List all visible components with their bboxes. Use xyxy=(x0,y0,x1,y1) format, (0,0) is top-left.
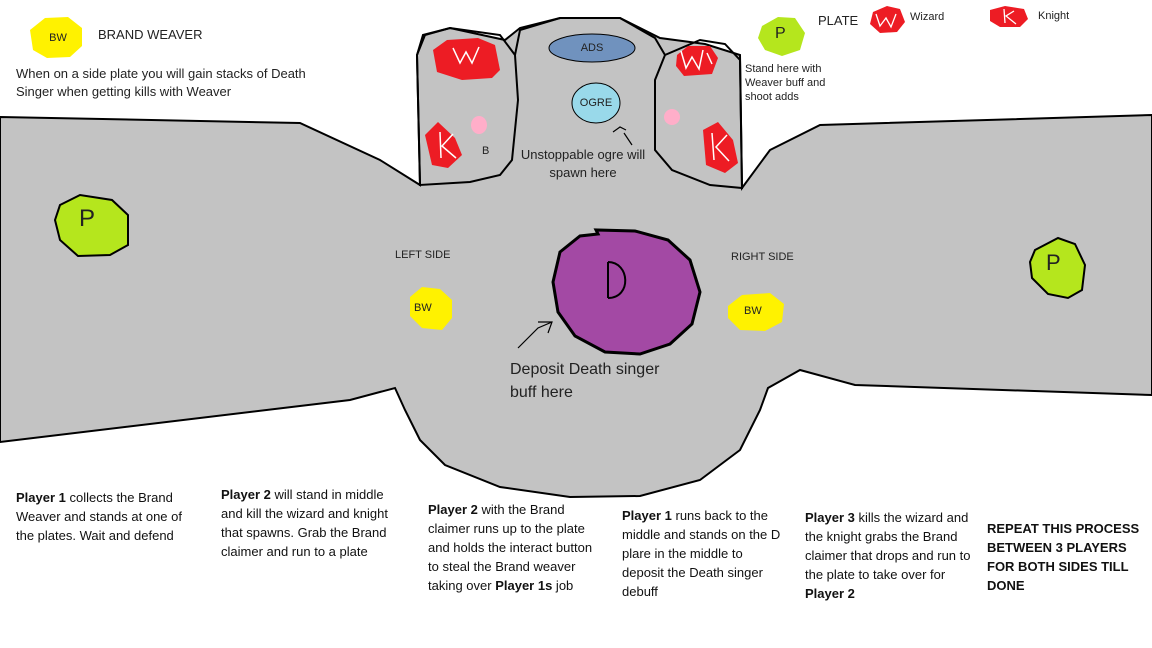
step-2-text: will stand in middle and kill the wizard… xyxy=(221,487,388,559)
left-bw-marker xyxy=(410,287,452,330)
right-plate xyxy=(1028,236,1087,300)
step-3-text: with the Brand claimer runs up to the pl… xyxy=(428,502,593,593)
ads-label: ADS xyxy=(580,42,604,54)
ogre-label: OGRE xyxy=(579,97,613,109)
step-4-text: runs back to the middle and stands on th… xyxy=(622,508,781,599)
legend-plate-label: PLATE xyxy=(818,13,859,28)
legend-plate-note: Stand here with Weaver buff and shoot ad… xyxy=(745,63,826,103)
left-plate xyxy=(53,193,129,258)
ogre-note: Unstoppable ogre will spawn here xyxy=(520,147,646,180)
legend-knight xyxy=(990,6,1028,27)
legend-wizard-label: Wizard xyxy=(910,11,945,23)
ads-marker xyxy=(548,33,636,63)
step-1-player: Player 1 xyxy=(16,490,66,505)
step-1: Player 1 collects the Brand Weaver and s… xyxy=(16,488,191,545)
step-2: Player 2 will stand in middle and kill t… xyxy=(221,485,391,561)
deposit-plate xyxy=(551,228,702,356)
step-3-player-2: Player 1s xyxy=(495,578,553,593)
step-5: Player 3 kills the wizard and the knight… xyxy=(805,508,973,603)
repeat-note: REPEAT THIS PROCESS BETWEEN 3 PLAYERS FO… xyxy=(987,521,1140,593)
pink-marker xyxy=(471,116,487,134)
right-bw-label: BW xyxy=(744,305,762,317)
step-3-player: Player 2 xyxy=(428,502,478,517)
step-2-player: Player 2 xyxy=(221,487,271,502)
step-1-text: collects the Brand Weaver and stands at … xyxy=(16,490,182,543)
pink-marker xyxy=(664,109,680,125)
legend-bw-note: When on a side plate you will gain stack… xyxy=(16,66,306,99)
ogre-marker xyxy=(571,82,621,124)
step-5-player: Player 3 xyxy=(805,510,855,525)
legend-plate xyxy=(758,17,805,56)
left-room-marker-label: B xyxy=(482,145,490,157)
left-side-label: LEFT SIDE xyxy=(395,249,451,261)
center-room xyxy=(514,17,666,56)
step-4: Player 1 runs back to the middle and sta… xyxy=(622,506,787,601)
step-4-player: Player 1 xyxy=(622,508,672,523)
left-wizard-marker xyxy=(433,38,500,80)
left-plate-label: P xyxy=(79,205,96,232)
legend-bw-blob xyxy=(30,17,82,58)
right-bw-marker xyxy=(728,293,784,331)
right-side-label: RIGHT SIDE xyxy=(731,251,794,263)
step-3: Player 2 with the Brand claimer runs up … xyxy=(428,500,600,595)
legend-bw-title: BRAND WEAVER xyxy=(98,27,203,42)
step-5-player-2: Player 2 xyxy=(805,586,855,601)
step-3-text-2: job xyxy=(552,578,574,593)
legend-knight-label: Knight xyxy=(1038,10,1070,22)
legend-plate-token: P xyxy=(775,25,786,42)
right-plate-label: P xyxy=(1046,250,1061,275)
left-bw-label: BW xyxy=(414,302,432,314)
right-spawn-room xyxy=(654,38,744,190)
deposit-note: Deposit Death singer buff here xyxy=(510,361,660,401)
legend-bw-token: BW xyxy=(49,32,67,44)
step-5-text: kills the wizard and the knight grabs th… xyxy=(805,510,971,582)
